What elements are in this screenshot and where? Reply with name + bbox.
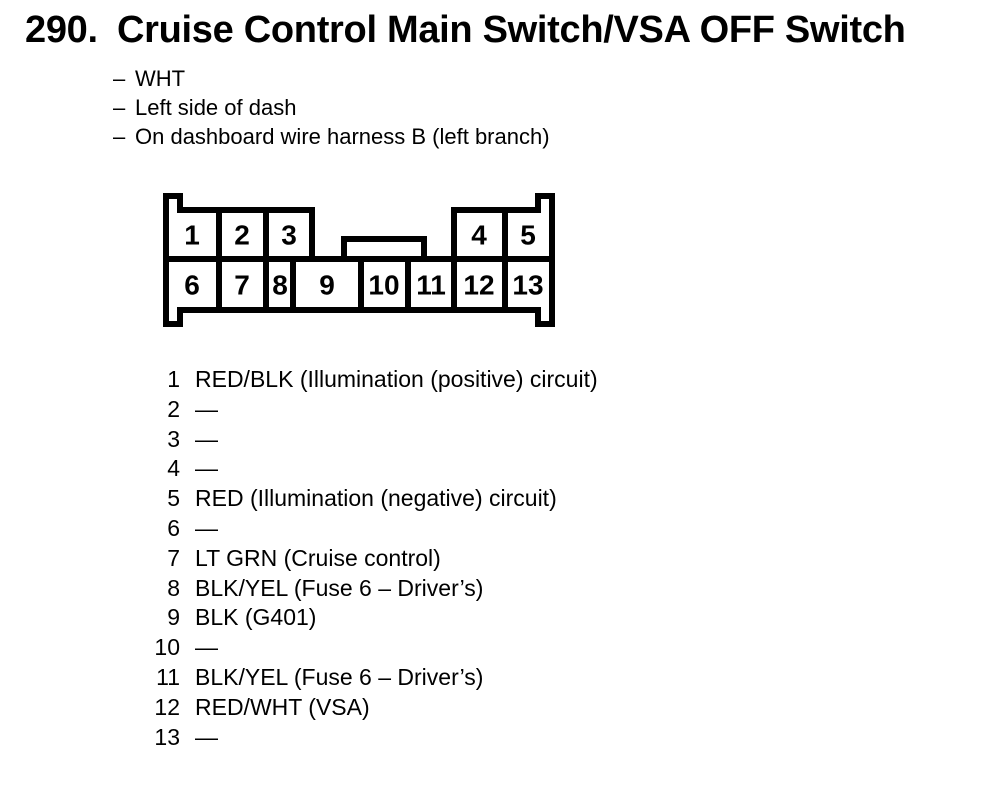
pin-number: 3: [167, 425, 180, 452]
pin-description: —: [195, 723, 218, 750]
pinout-row: 3 —: [146, 425, 598, 455]
page-title: Cruise Control Main Switch/VSA OFF Switc…: [117, 9, 906, 51]
pin-number: 9: [167, 604, 180, 631]
connector-pin-label: 10: [368, 270, 399, 301]
pin-description: RED (Illumination (negative) circuit): [195, 485, 557, 512]
pin-number: 1: [167, 366, 180, 392]
pin-description: —: [195, 425, 218, 452]
note-text-location: Left side of dash: [135, 95, 297, 120]
pin-description: —: [195, 395, 218, 422]
pinout-row: 11 BLK/YEL (Fuse 6 – Driver’s): [146, 663, 598, 693]
pinout-row: 13 —: [146, 723, 598, 753]
pin-number: 4: [167, 455, 180, 482]
pin-description: —: [195, 455, 218, 482]
pin-description: BLK/YEL (Fuse 6 – Driver’s): [195, 574, 484, 601]
pinout-row: 1 RED/BLK (Illumination (positive) circu…: [146, 365, 598, 395]
pin-description: —: [195, 634, 218, 661]
pinout-row: 9 BLK (G401): [146, 603, 598, 633]
pin-number: 6: [167, 514, 180, 541]
section-number: 290.: [25, 9, 98, 51]
pin-description: RED/WHT (VSA): [195, 693, 370, 720]
pin-number: 10: [154, 634, 180, 661]
connector-grid-path: [166, 210, 552, 310]
note-row: – On dashboard wire harness B (left bran…: [113, 122, 550, 151]
pin-description: BLK/YEL (Fuse 6 – Driver’s): [195, 663, 484, 690]
connector-pin-label: 7: [234, 270, 250, 301]
connector-pin-label: 8: [272, 270, 288, 301]
pin-number: 11: [156, 663, 180, 690]
pinout-row: 10 —: [146, 633, 598, 663]
pin-number: 7: [167, 544, 180, 571]
connector-pin-label: 2: [234, 220, 250, 251]
note-dash: –: [113, 66, 126, 91]
section-heading: 290. Cruise Control Main Switch/VSA OFF …: [25, 8, 906, 52]
pin-description: BLK (G401): [195, 604, 317, 631]
connector-pin-label: 1: [184, 220, 200, 251]
pin-description: —: [195, 514, 218, 541]
connector-pin-label: 13: [512, 270, 543, 301]
pin-description: LT GRN (Cruise control): [195, 544, 441, 571]
pinout-row: 4 —: [146, 454, 598, 484]
connector-pin-label: 3: [281, 220, 297, 251]
pinout-row: 8 BLK/YEL (Fuse 6 – Driver’s): [146, 574, 598, 604]
connector-diagram: 1 2 3 4 5 6 7 8 9 10 11 12 13: [163, 193, 555, 327]
note-text-harness: On dashboard wire harness B (left branch…: [135, 124, 550, 149]
pin-number: 2: [167, 395, 180, 422]
pin-number: 12: [154, 693, 180, 720]
pinout-row: 5 RED (Illumination (negative) circuit): [146, 484, 598, 514]
connector-pin-label: 5: [520, 220, 536, 251]
note-row: – WHT: [113, 64, 550, 93]
pinout-row: 7 LT GRN (Cruise control): [146, 544, 598, 574]
connector-pin-label: 12: [463, 270, 494, 301]
pinout-row: 6 —: [146, 514, 598, 544]
note-dash: –: [113, 95, 126, 120]
pin-number: 5: [167, 485, 180, 512]
connector-notes: – WHT – Left side of dash – On dashboard…: [113, 64, 550, 151]
connector-pin-label: 4: [471, 220, 487, 251]
connector-pin-label: 11: [416, 270, 446, 301]
connector-pin-label: 9: [319, 270, 335, 301]
pinout-row: 12 RED/WHT (VSA): [146, 693, 598, 723]
connector-pin-label: 6: [184, 270, 200, 301]
pin-description: RED/BLK (Illumination (positive) circuit…: [195, 366, 598, 392]
note-row: – Left side of dash: [113, 93, 550, 122]
note-text-wire-color: WHT: [135, 66, 186, 91]
pinout-list: 1 RED/BLK (Illumination (positive) circu…: [146, 365, 598, 753]
pinout-row: 2 —: [146, 395, 598, 425]
note-dash: –: [113, 124, 126, 149]
pin-number: 13: [154, 723, 180, 750]
pin-number: 8: [167, 574, 180, 601]
